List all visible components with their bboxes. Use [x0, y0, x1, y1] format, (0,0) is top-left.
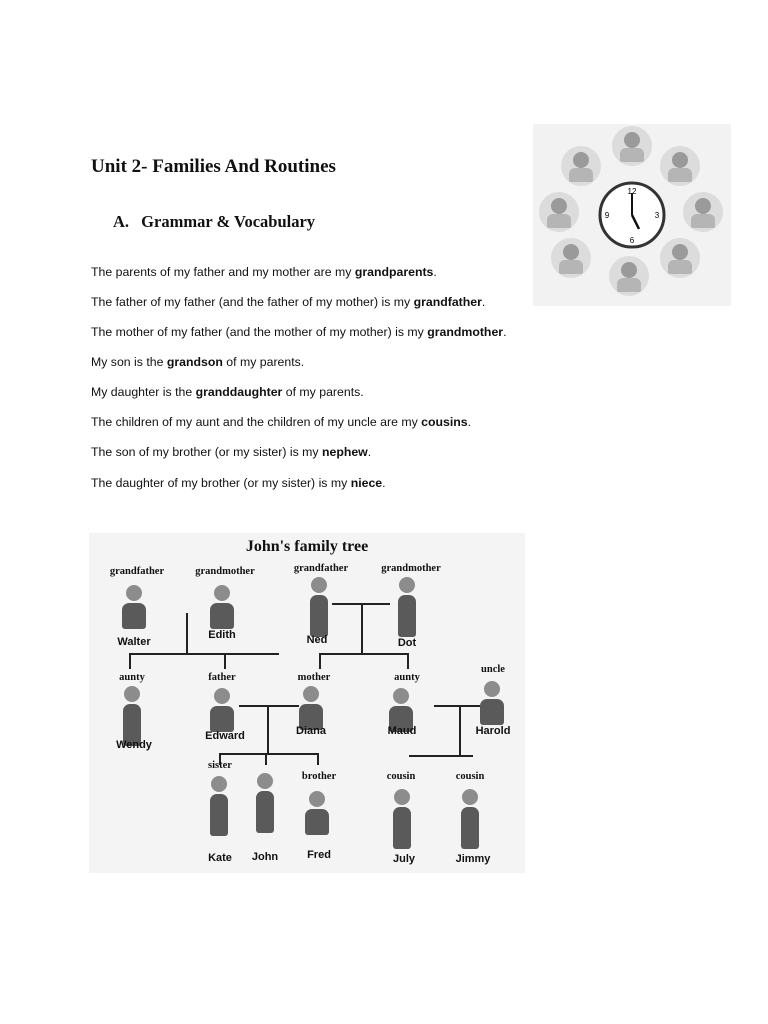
july-figure — [387, 789, 417, 849]
role-label: aunty — [394, 672, 420, 683]
connector-line — [317, 753, 319, 765]
role-label: grandfather — [109, 566, 165, 577]
vocab-word: grandparents — [354, 265, 434, 279]
sentence-6: The children of my aunt and the children… — [91, 415, 472, 429]
homework-scene-icon — [609, 256, 649, 296]
member-name: Maud — [387, 725, 417, 737]
member-name: Walter — [117, 636, 151, 648]
sentence-5: My daughter is the granddaughter of my p… — [91, 385, 364, 399]
vocab-word: grandfather — [413, 295, 482, 309]
role-label: grandmother — [381, 563, 441, 574]
edith-figure — [207, 585, 237, 629]
vocab-word: grandmother — [427, 325, 504, 339]
member-name: Edith — [208, 629, 236, 641]
fred-figure — [302, 791, 332, 835]
sentence-8: The daughter of my brother (or my sister… — [91, 476, 386, 490]
bike-scene-icon — [660, 146, 700, 186]
role-label: mother — [297, 672, 331, 683]
unit-title: Unit 2- Families And Routines — [91, 156, 336, 177]
connector-line — [219, 753, 319, 755]
role-label: uncle — [481, 664, 505, 675]
connector-line — [361, 603, 363, 653]
dot-figure — [392, 577, 422, 637]
connector-line — [267, 705, 269, 753]
play-scene-icon — [683, 192, 723, 232]
role-label: grandmother — [195, 566, 255, 577]
connector-line — [409, 755, 473, 757]
wakeup-scene-icon — [561, 146, 601, 186]
family-tree-illustration: John's family tree grandfather Walter gr… — [89, 533, 525, 873]
member-name: Diana — [296, 725, 326, 737]
connector-line — [129, 653, 131, 669]
walter-figure — [119, 585, 149, 629]
sentence-1: The parents of my father and my mother a… — [91, 265, 437, 279]
connector-line — [319, 653, 409, 655]
connector-line — [219, 753, 221, 765]
connector-line — [224, 653, 226, 669]
connector-line — [239, 705, 299, 707]
role-label: aunty — [119, 672, 145, 683]
clock-number-6: 6 — [630, 236, 635, 245]
daily-routine-illustration: 12 3 6 9 — [533, 124, 731, 306]
member-name: Ned — [306, 634, 328, 646]
role-label: cousin — [386, 771, 416, 782]
role-label: grandfather — [293, 563, 349, 574]
connector-line — [319, 653, 321, 669]
member-name: Edward — [205, 730, 245, 742]
vocab-word: nephew — [321, 445, 368, 459]
john-figure — [250, 773, 280, 833]
connector-line — [407, 653, 409, 669]
clock-number-3: 3 — [655, 211, 660, 220]
connector-line — [129, 653, 279, 655]
vocab-word: cousins — [421, 415, 468, 429]
harold-figure — [477, 681, 507, 725]
vocab-word: granddaughter — [195, 385, 283, 399]
member-name: July — [392, 853, 416, 865]
sentence-4: My son is the grandson of my parents. — [91, 355, 305, 369]
member-name: John — [251, 851, 279, 863]
sentence-7: The son of my brother (or my sister) is … — [91, 445, 372, 459]
sentence-2: The father of my father (and the father … — [91, 295, 486, 309]
role-label: brother — [301, 771, 337, 782]
jimmy-figure — [455, 789, 485, 849]
clock-number-12: 12 — [628, 187, 637, 196]
role-label: father — [208, 672, 236, 683]
edward-figure — [207, 688, 237, 732]
member-name: Wendy — [116, 739, 152, 751]
bed-scene-icon — [551, 238, 591, 278]
kate-figure — [204, 776, 234, 836]
connector-line — [265, 753, 267, 765]
role-label: sister — [208, 760, 232, 771]
section-title: Grammar & Vocabulary — [141, 212, 316, 231]
section-heading: A. Grammar & Vocabulary — [113, 212, 315, 232]
member-name: Fred — [307, 849, 331, 861]
ned-figure — [304, 577, 334, 637]
bath-scene-icon — [612, 126, 652, 166]
member-name: Dot — [397, 637, 417, 649]
connector-line — [459, 705, 461, 755]
clock-icon: 12 3 6 9 — [598, 181, 666, 249]
wendy-figure — [117, 686, 147, 746]
section-number: A. — [113, 212, 130, 231]
vocab-word: grandson — [166, 355, 223, 369]
slide-scene-icon — [660, 238, 700, 278]
member-name: Kate — [208, 852, 232, 864]
diana-figure — [296, 686, 326, 730]
sentence-3: The mother of my father (and the mother … — [91, 325, 507, 339]
family-tree-title: John's family tree — [245, 538, 369, 555]
connector-line — [186, 613, 188, 653]
clock-number-9: 9 — [605, 211, 610, 220]
vocab-word: niece — [350, 476, 383, 490]
member-name: Harold — [475, 725, 511, 737]
maud-figure — [386, 688, 416, 732]
role-label: cousin — [455, 771, 485, 782]
member-name: Jimmy — [455, 853, 491, 865]
eating-scene-icon — [539, 192, 579, 232]
